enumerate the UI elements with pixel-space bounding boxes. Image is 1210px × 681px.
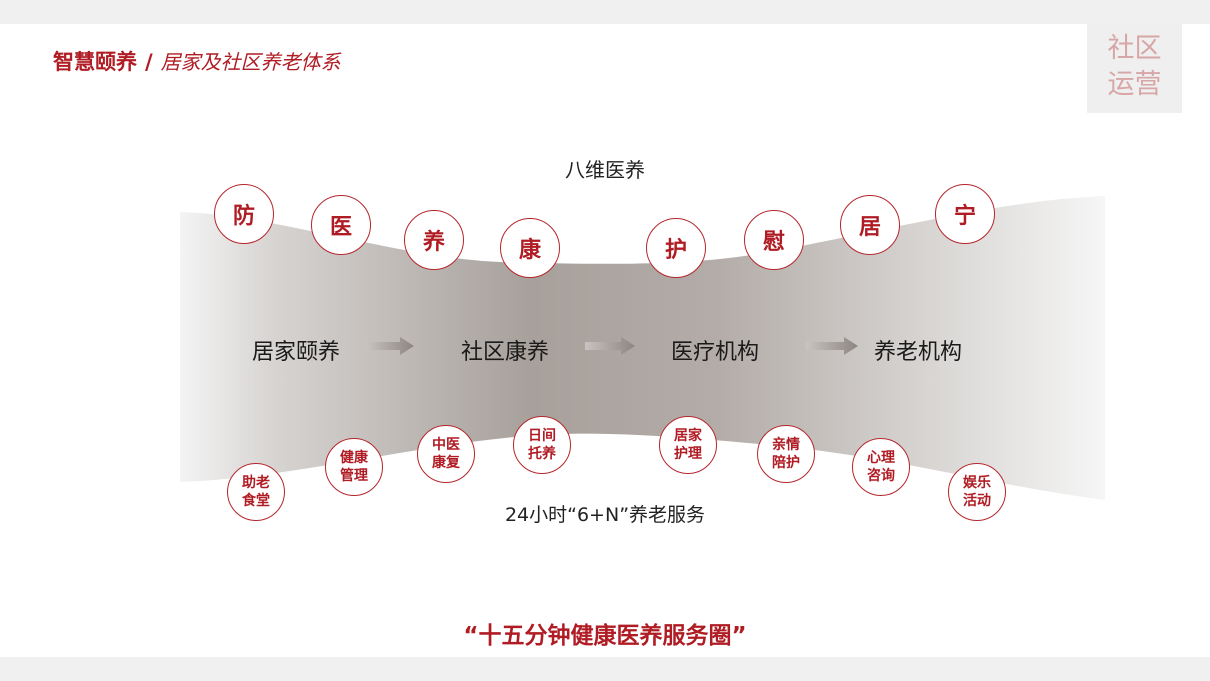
funnel-band (180, 196, 1105, 500)
header-brand: 智慧颐养 (53, 50, 137, 74)
service-circle-recreation: 娱乐活动 (948, 463, 1006, 521)
stage-elderly-institution: 养老机构 (873, 340, 962, 365)
service-circle-tcm-rehab: 中医康复 (417, 425, 475, 483)
flow-arrow-2 (585, 337, 635, 355)
top-bar (0, 0, 1210, 24)
services-label: 24小时“6+N”养老服务 (504, 504, 706, 526)
dimension-circle-comfort: 慰 (744, 210, 804, 270)
bottom-bar (0, 657, 1210, 681)
stage-home-care: 居家颐养 (251, 340, 340, 365)
stage-medical-institution: 医疗机构 (670, 340, 759, 365)
dimension-circle-nourish: 养 (404, 210, 464, 270)
stage-community-care: 社区康养 (460, 340, 549, 365)
eight-dimensions-label: 八维医养 (565, 158, 645, 182)
flow-arrow-3 (806, 337, 858, 355)
badge-line-2: 运营 (1107, 69, 1162, 100)
dimension-circle-peace: 宁 (935, 184, 995, 244)
service-circle-home-nursing: 居家护理 (659, 416, 717, 474)
dimension-circle-residence: 居 (840, 195, 900, 255)
header-separator: / (145, 50, 153, 74)
badge-line-1: 社区 (1107, 33, 1162, 64)
dimension-circle-prevention: 防 (214, 184, 274, 244)
service-circle-family-companion: 亲情陪护 (757, 425, 815, 483)
dimension-circle-medical: 医 (311, 195, 371, 255)
service-circle-canteen: 助老食堂 (227, 463, 285, 521)
footer-slogan: “十五分钟健康医养服务圈” (463, 623, 747, 649)
section-badge: 社区 运营 (1087, 24, 1182, 113)
dimension-circle-rehab: 康 (500, 218, 560, 278)
flow-arrow-1 (366, 337, 414, 355)
service-circle-health-management: 健康管理 (325, 438, 383, 496)
header-subtitle: 居家及社区养老体系 (160, 50, 341, 74)
service-circle-counseling: 心理咨询 (852, 438, 910, 496)
service-circle-day-care: 日间托养 (513, 416, 571, 474)
page-header: 智慧颐养 / 居家及社区养老体系 (53, 46, 341, 76)
dimension-circle-care: 护 (646, 218, 706, 278)
